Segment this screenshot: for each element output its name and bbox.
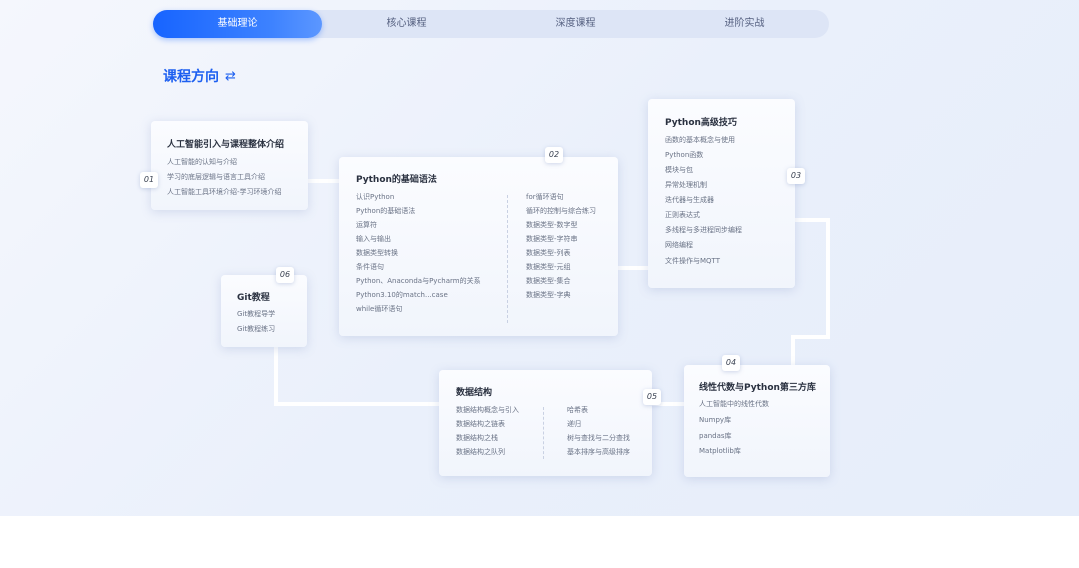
card-item: while循环语句 [356, 305, 403, 313]
card-item: for循环语句 [526, 193, 564, 201]
card-number: 01 [140, 172, 158, 188]
tab-basic-theory[interactable]: 基础理论 [153, 10, 322, 38]
course-card-06[interactable]: Git教程 Git教程导学 Git教程练习 [221, 275, 307, 347]
card-item: 条件语句 [356, 263, 384, 271]
card-item: 循环的控制与综合练习 [526, 207, 596, 215]
card-title: Python高级技巧 [665, 118, 737, 128]
swap-icon[interactable]: ⇄ [225, 68, 236, 84]
card-item: 数据类型-列表 [526, 249, 571, 257]
card-item: 数据类型转换 [356, 249, 398, 257]
connector [791, 335, 795, 365]
course-card-05[interactable]: 数据结构 数据结构概念与引入 数据结构之链表 数据结构之栈 数据结构之队列 哈希… [439, 370, 652, 476]
card-item: 数据类型-集合 [526, 277, 571, 285]
connector [618, 266, 650, 270]
card-item: 数据类型-元组 [526, 263, 571, 271]
card-item: 异常处理机制 [665, 181, 707, 189]
card-number: 06 [276, 267, 294, 283]
card-title: Python的基础语法 [356, 175, 437, 185]
card-item: 树与查找与二分查找 [567, 434, 630, 442]
card-item: Python的基础语法 [356, 207, 416, 215]
column-divider [507, 195, 508, 323]
card-item: Python3.10的match...case [356, 291, 448, 299]
card-item: 数据类型-数字型 [526, 221, 578, 229]
card-item: 数据结构概念与引入 [456, 406, 519, 414]
card-item: Numpy库 [699, 416, 732, 424]
connector [795, 218, 830, 222]
card-number: 04 [722, 355, 740, 371]
card-item: Matplotlib库 [699, 447, 741, 455]
card-item: 数据类型-字典 [526, 291, 571, 299]
card-title: 人工智能引入与课程整体介绍 [167, 140, 285, 150]
section-title: 课程方向 ⇄ [163, 66, 236, 86]
course-card-02[interactable]: Python的基础语法 认识Python Python的基础语法 运算符 输入与… [339, 157, 618, 336]
card-item: 认识Python [356, 193, 395, 201]
tab-advanced-practice[interactable]: 进阶实战 [724, 18, 765, 29]
card-item: 输入与输出 [356, 235, 391, 243]
card-item: 正则表达式 [665, 211, 700, 219]
connector [274, 402, 439, 406]
card-item: Python函数 [665, 151, 704, 159]
card-number: 02 [545, 147, 563, 163]
connector [274, 346, 278, 406]
card-item: 函数的基本概念与使用 [665, 136, 735, 144]
card-item: 人工智能工具环境介绍-学习环境介绍 [167, 188, 282, 196]
course-card-01[interactable]: 人工智能引入与课程整体介绍 人工智能的认知与介绍 学习的底层逻辑与语言工具介绍 … [151, 121, 308, 210]
card-item: Git教程练习 [237, 325, 276, 333]
card-title: 数据结构 [456, 388, 493, 398]
card-item: 数据结构之链表 [456, 420, 505, 428]
card-item: 人工智能中的线性代数 [699, 400, 769, 408]
card-item: pandas库 [699, 432, 732, 440]
card-item: 人工智能的认知与介绍 [167, 158, 237, 166]
tab-core-course[interactable]: 核心课程 [386, 18, 427, 29]
card-item: 文件操作与MQTT [665, 257, 720, 265]
course-card-04[interactable]: 线性代数与Python第三方库 人工智能中的线性代数 Numpy库 pandas… [684, 365, 830, 477]
card-title: Git教程 [237, 293, 270, 303]
card-item: 模块与包 [665, 166, 693, 174]
card-item: Git教程导学 [237, 310, 276, 318]
card-item: Python、Anaconda与Pycharm的关系 [356, 277, 481, 285]
card-title: 线性代数与Python第三方库 [699, 383, 816, 393]
card-item: 哈希表 [567, 406, 588, 414]
card-item: 数据类型-字符串 [526, 235, 578, 243]
card-number: 05 [643, 389, 661, 405]
card-number: 03 [787, 168, 805, 184]
course-tabs: 基础理论 核心课程 深度课程 进阶实战 [153, 10, 829, 38]
card-item: 递归 [567, 420, 581, 428]
connector [652, 402, 684, 406]
course-card-03[interactable]: Python高级技巧 函数的基本概念与使用 Python函数 模块与包 异常处理… [648, 99, 795, 288]
card-item: 迭代器与生成器 [665, 196, 714, 204]
column-divider [543, 407, 544, 459]
card-item: 数据结构之栈 [456, 434, 498, 442]
connector [791, 335, 830, 339]
connector [308, 179, 340, 183]
card-item: 网络编程 [665, 241, 693, 249]
card-item: 基本排序与高级排序 [567, 448, 630, 456]
tab-deep-course[interactable]: 深度课程 [555, 18, 596, 29]
card-item: 运算符 [356, 221, 377, 229]
card-item: 多线程与多进程同步编程 [665, 226, 742, 234]
section-title-text: 课程方向 [163, 69, 219, 85]
card-item: 学习的底层逻辑与语言工具介绍 [167, 173, 265, 181]
card-item: 数据结构之队列 [456, 448, 505, 456]
connector [826, 218, 830, 338]
